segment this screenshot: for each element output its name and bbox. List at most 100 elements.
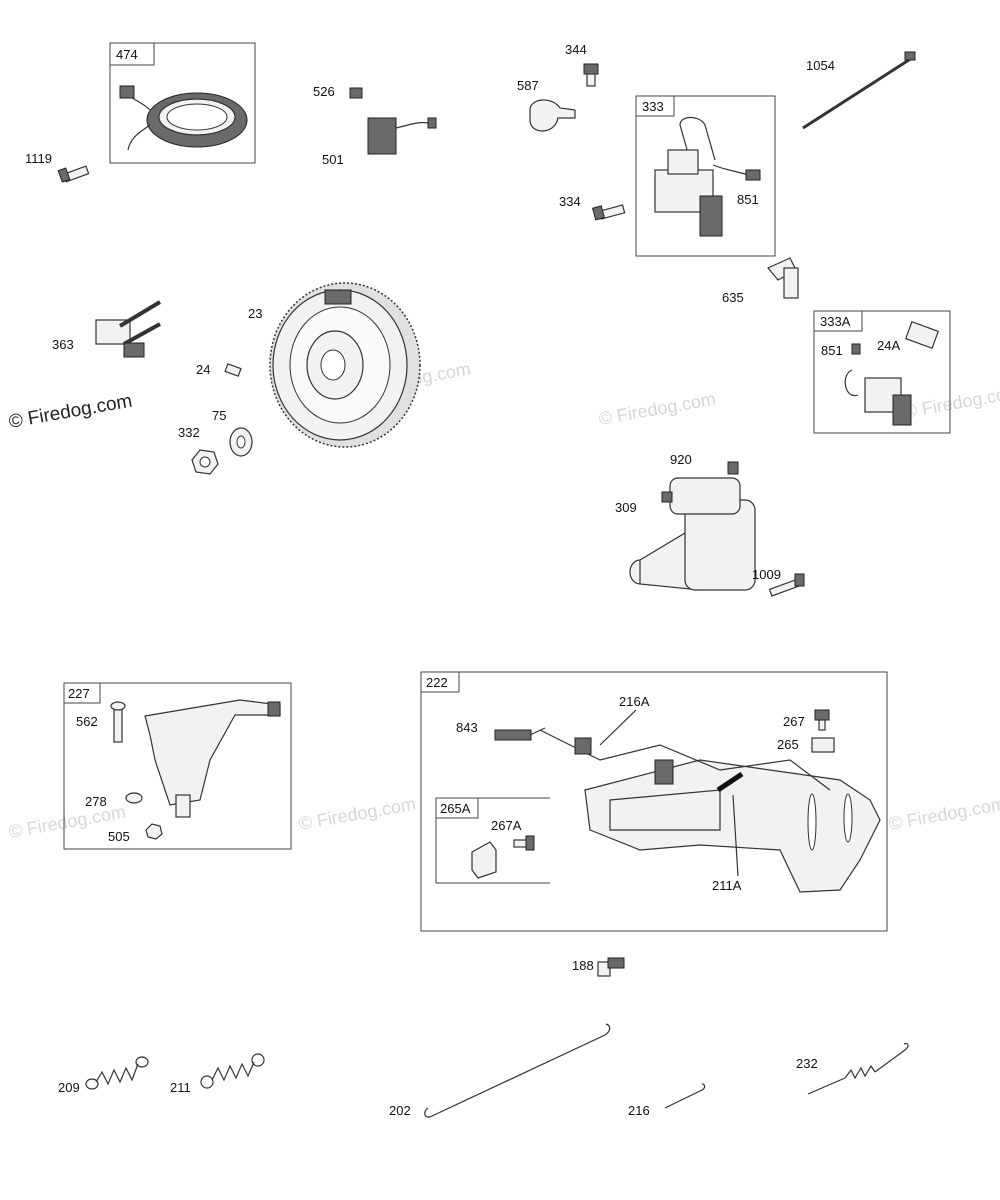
watermark: © Firedog.com <box>597 389 717 429</box>
box-frame <box>109 42 256 164</box>
watermarks: © Firedog.com © Firedog.com © Firedog.co… <box>7 359 1000 842</box>
part-216-link: 216 <box>628 1083 706 1118</box>
watermark: © Firedog.com <box>297 794 417 834</box>
box-label: 333A <box>820 314 851 329</box>
label-23: 23 <box>248 306 262 321</box>
label-332: 332 <box>178 425 200 440</box>
box-tab <box>420 671 460 693</box>
part-265 <box>811 737 835 753</box>
copyright-text: © Firedog.com <box>7 391 134 433</box>
label-334: 334 <box>559 194 581 209</box>
part-501: 501 <box>322 117 437 167</box>
box-label: 474 <box>116 47 138 62</box>
ignition-coil-part <box>844 369 912 426</box>
part-24: 24 <box>196 362 242 377</box>
part-23-flywheel: 23 <box>248 282 421 448</box>
stator-part <box>119 85 248 151</box>
label-309: 309 <box>615 500 637 515</box>
label-363: 363 <box>52 337 74 352</box>
label-216a: 216A <box>619 694 650 709</box>
box-label: 222 <box>426 675 448 690</box>
part-332: 332 <box>178 425 219 475</box>
label-1009: 1009 <box>752 567 781 582</box>
box-label: 227 <box>68 686 90 701</box>
part-344: 344 <box>565 42 599 87</box>
box-label: 265A <box>440 801 471 816</box>
part-526: 526 <box>313 84 363 99</box>
label-562: 562 <box>76 714 98 729</box>
part-587: 587 <box>517 78 576 132</box>
label-587: 587 <box>517 78 539 93</box>
leader-line <box>599 709 637 746</box>
part-232-spring: 232 <box>796 1042 909 1095</box>
label-1119: 1119 <box>25 151 52 166</box>
box-tab <box>435 797 479 819</box>
part-75: 75 <box>212 408 253 457</box>
part-635: 635 <box>722 257 799 305</box>
label-75: 75 <box>212 408 226 423</box>
bracket-part <box>144 699 281 818</box>
part-334: 334 <box>559 194 626 221</box>
label-526: 526 <box>313 84 335 99</box>
box-tab <box>813 310 863 332</box>
box-tab <box>63 682 101 704</box>
box-frame <box>420 671 888 932</box>
part-1119: 1119 <box>25 151 90 183</box>
box-222: 222 843 216A 267 265 211A <box>420 671 888 932</box>
part-1009: 1009 <box>752 567 805 597</box>
label-505: 505 <box>108 829 130 844</box>
label-211: 211 <box>170 1080 191 1095</box>
box-474: 474 <box>109 42 256 164</box>
part-267a <box>513 835 535 851</box>
label-211a: 211A <box>712 878 742 893</box>
watermark: © Firedog.com <box>902 382 1000 422</box>
label-24a: 24A <box>877 338 900 353</box>
box-tab <box>109 42 155 66</box>
label-920: 920 <box>670 452 692 467</box>
label-265: 265 <box>777 737 799 752</box>
box-265a: 265A 267A <box>435 797 550 884</box>
part-363: 363 <box>52 300 162 358</box>
label-501: 501 <box>322 152 344 167</box>
label-188: 188 <box>572 958 594 973</box>
label-843: 843 <box>456 720 478 735</box>
part-211-spring: 211 <box>170 1053 265 1095</box>
part-265a <box>471 841 497 879</box>
part-202-rod: 202 <box>389 1023 611 1118</box>
part-278 <box>125 792 143 804</box>
label-216: 216 <box>628 1103 650 1118</box>
box-333a: 333A 851 24A <box>813 310 951 434</box>
part-851-clip <box>851 343 861 355</box>
label-344: 344 <box>565 42 587 57</box>
part-562 <box>110 701 126 743</box>
part-1054: 1054 <box>802 51 916 130</box>
part-505 <box>145 823 163 840</box>
part-843 <box>494 727 546 741</box>
box-227: 227 562 278 505 <box>63 682 292 850</box>
box-333: 333 851 <box>635 95 776 257</box>
label-267: 267 <box>783 714 805 729</box>
label-267a: 267A <box>491 818 522 833</box>
label-24: 24 <box>196 362 210 377</box>
label-202: 202 <box>389 1103 411 1118</box>
label-1054: 1054 <box>806 58 835 73</box>
part-209-spring: 209 <box>58 1056 149 1095</box>
box-frame <box>813 310 951 434</box>
label-851: 851 <box>821 343 843 358</box>
label-278: 278 <box>85 794 107 809</box>
label-851: 851 <box>737 192 759 207</box>
leader-line <box>732 794 739 877</box>
part-267 <box>814 709 830 731</box>
watermark: © Firedog.com <box>887 794 1000 834</box>
box-label: 333 <box>642 99 664 114</box>
label-635: 635 <box>722 290 744 305</box>
ignition-coil-part <box>654 116 761 237</box>
control-bracket-part <box>539 729 881 893</box>
box-frame <box>635 95 776 257</box>
label-209: 209 <box>58 1080 80 1095</box>
part-188: 188 <box>572 957 625 977</box>
label-232: 232 <box>796 1056 818 1071</box>
part-309-starter: 920 309 <box>615 452 756 591</box>
box-tab <box>635 95 675 117</box>
